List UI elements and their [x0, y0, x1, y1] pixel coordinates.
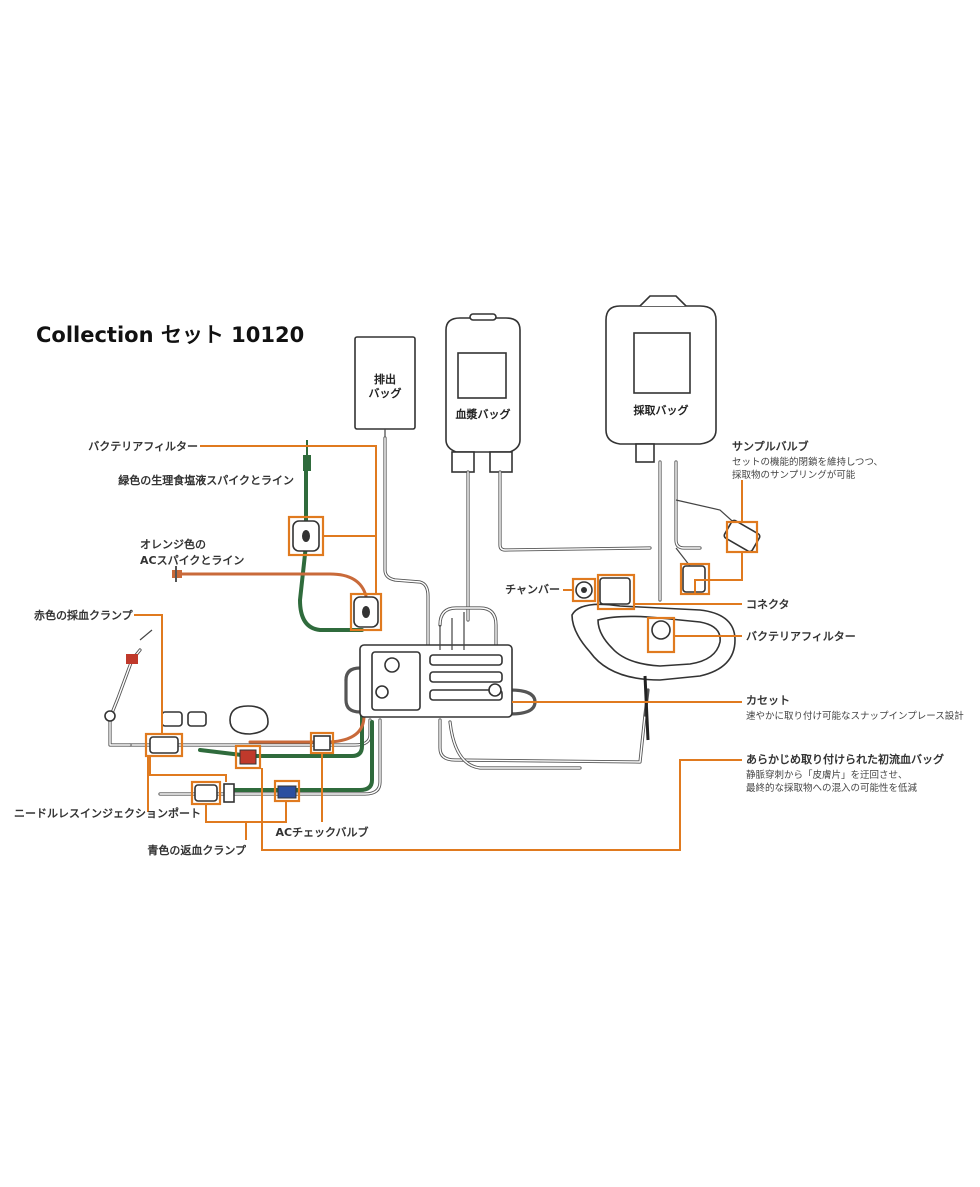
label-blue-clamp: 青色の返血クランプ: [147, 843, 247, 857]
cassette: [359, 612, 513, 718]
label-sample-valve: サンプルバルブ: [732, 439, 809, 453]
label-bacteria-filter-left: バクテリアフィルター: [88, 440, 198, 453]
bacteria-filter-right-part: [651, 620, 671, 640]
green-saline-line: [298, 468, 364, 632]
label-ac-check-valve: ACチェックバルブ: [275, 825, 368, 839]
diagram-title: Collection セット 10120: [36, 323, 304, 347]
label-sample-valve-desc-1: セットの機能的閉鎖を維持しつつ、: [732, 456, 883, 468]
tubing: [108, 436, 702, 796]
orange-ac-line: [176, 572, 368, 598]
label-chamber: チャンバー: [505, 583, 560, 596]
label-diversion-desc-1: 静脈穿刺から「皮膚片」を迂回させ、: [746, 769, 908, 781]
green-line-lower: [198, 698, 364, 758]
plasma-bag: 血漿バッグ: [445, 313, 521, 473]
needleless-port-part: [149, 736, 179, 754]
waste-bag-label-2: バッグ: [369, 386, 402, 400]
connector-part: [599, 577, 631, 605]
green-spike: [303, 455, 311, 471]
waste-bag: 排出 バッグ: [354, 336, 416, 438]
label-diversion-desc-2: 最終的な採取物への混入の可能性を低減: [746, 782, 918, 794]
red-clamp-part: [126, 654, 138, 664]
collection-bag-label: 採取バッグ: [634, 403, 689, 417]
label-bacteria-filter-right: バクテリアフィルター: [746, 630, 856, 643]
collection-bag: 採取バッグ: [605, 295, 717, 463]
plasma-bag-label: 血漿バッグ: [456, 407, 511, 421]
diversion-pouch: [229, 705, 269, 735]
label-green-spike: 緑色の生理食塩液スパイクとライン: [118, 473, 294, 487]
label-diversion-bag: あらかじめ取り付けられた初流血バッグ: [746, 752, 944, 766]
label-connector: コネクタ: [746, 598, 790, 611]
label-cassette: カセット: [746, 694, 790, 707]
sample-valve-part: [723, 519, 761, 553]
label-orange-spike-1: オレンジ色の: [140, 537, 206, 551]
label-red-clamp: 赤色の採血クランプ: [34, 608, 134, 622]
waste-bag-label-1: 排出: [374, 372, 396, 386]
label-orange-spike-2: ACスパイクとライン: [140, 554, 244, 567]
label-needleless-port: ニードルレスインジェクションポート: [14, 806, 201, 820]
ac-check-valve-part: [313, 735, 331, 751]
label-cassette-desc: 速やかに取り付け可能なスナップインプレース設計: [746, 710, 964, 722]
blue-clamp-part: [277, 785, 297, 799]
leader-lines: [134, 445, 743, 851]
label-sample-valve-desc-2: 採取物のサンプリングが可能: [732, 469, 856, 481]
